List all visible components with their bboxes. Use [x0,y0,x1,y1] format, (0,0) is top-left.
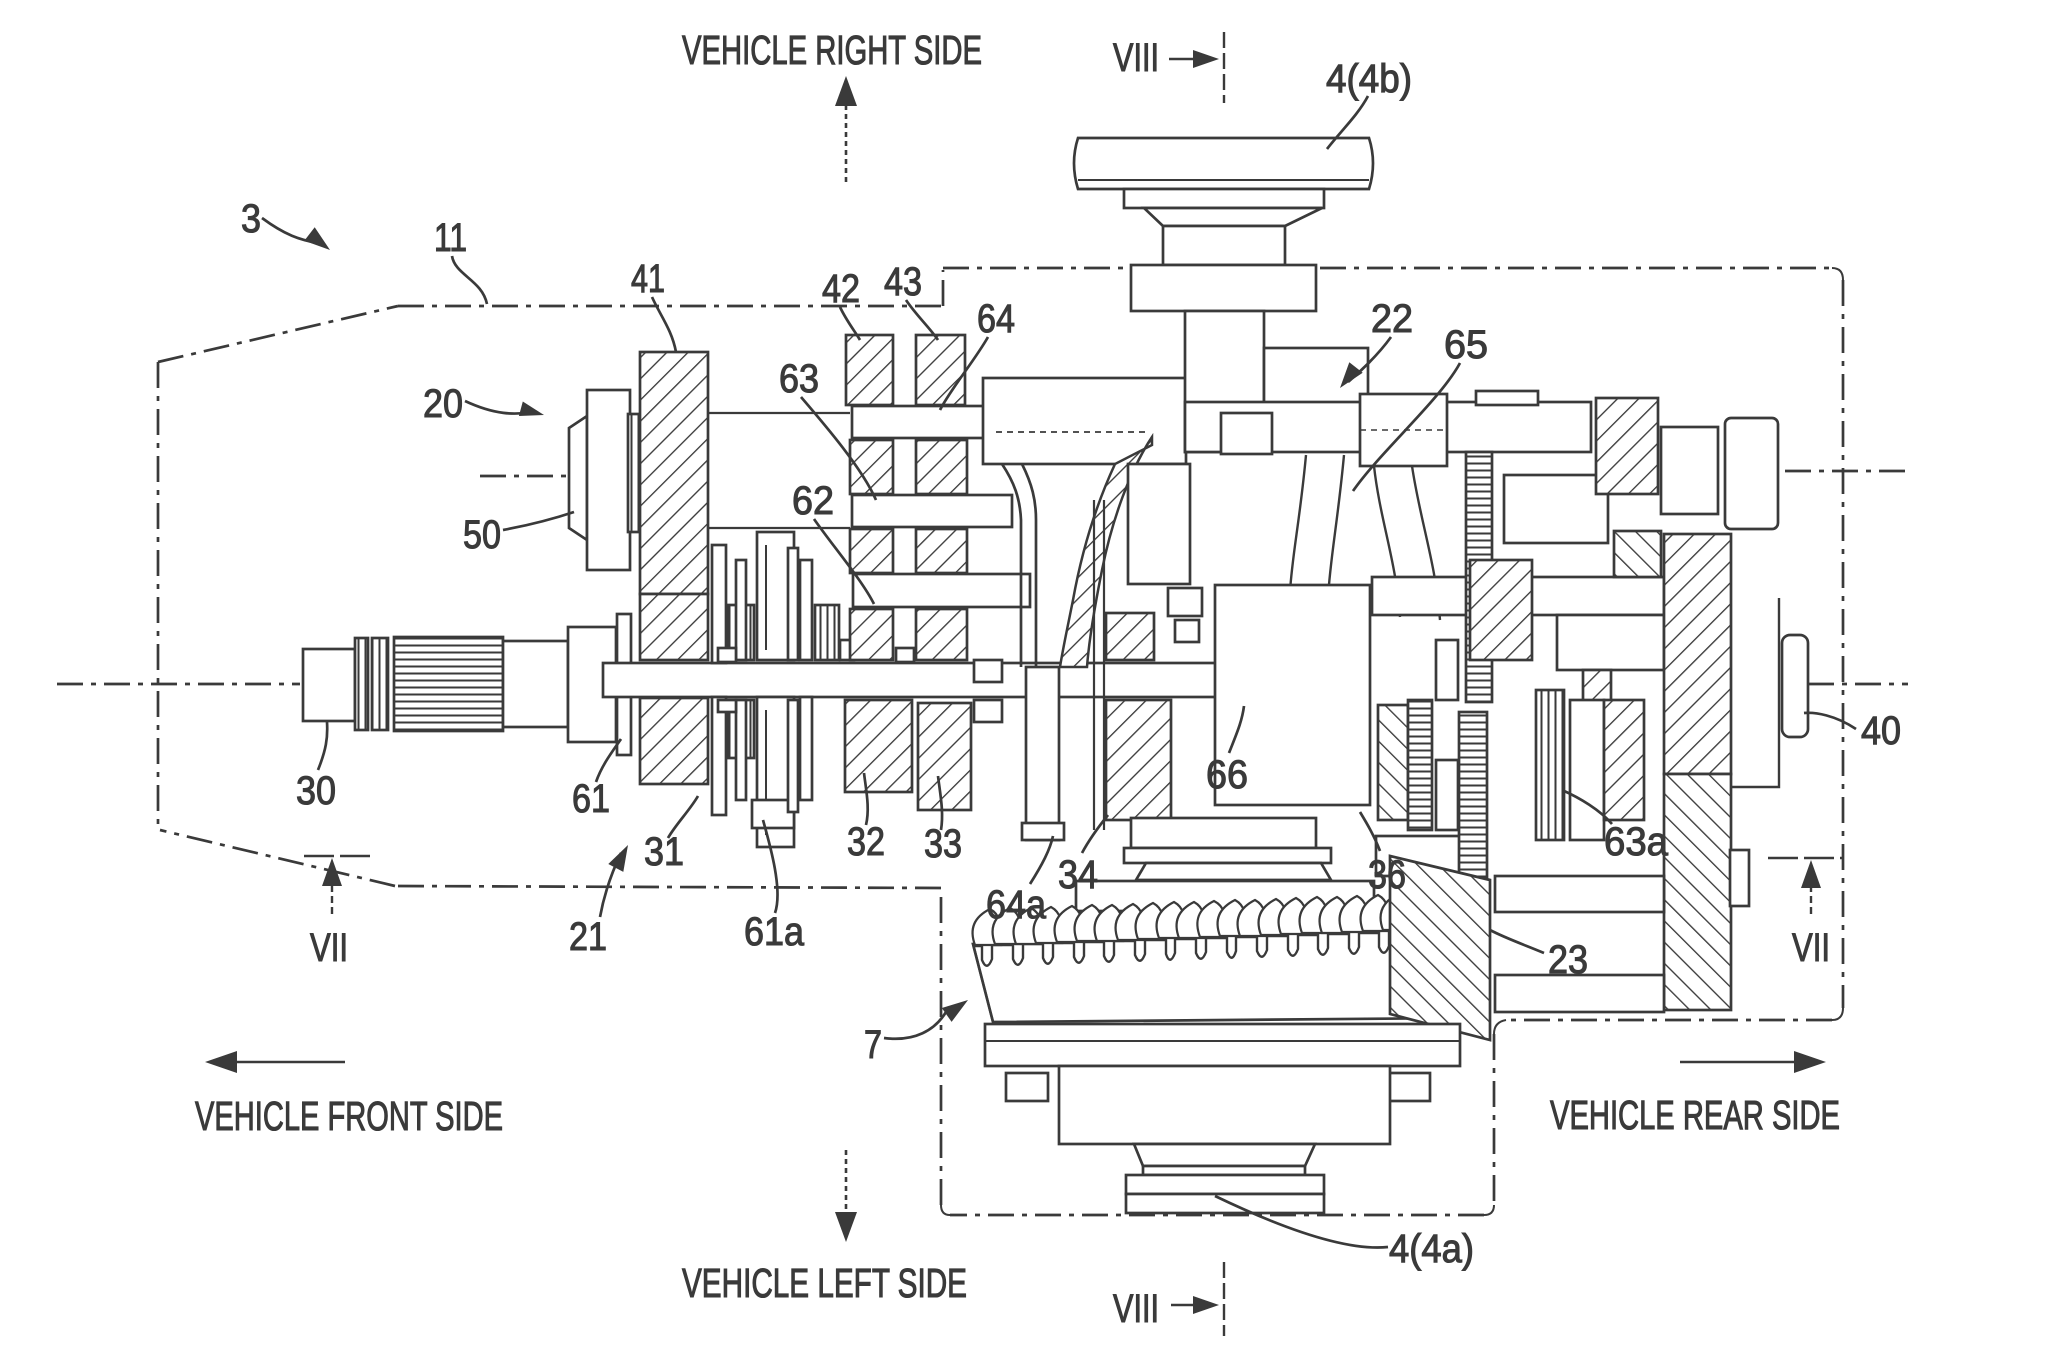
svg-text:7: 7 [864,1023,882,1067]
svg-text:4(4a): 4(4a) [1389,1227,1474,1271]
svg-text:42: 42 [822,267,860,311]
svg-text:62: 62 [792,479,834,523]
svg-text:41: 41 [631,257,665,301]
svg-text:VEHICLE LEFT SIDE: VEHICLE LEFT SIDE [682,1260,967,1306]
svg-text:32: 32 [847,820,885,864]
svg-text:4(4b): 4(4b) [1326,57,1412,101]
svg-text:23: 23 [1548,938,1588,982]
svg-text:VEHICLE FRONT SIDE: VEHICLE FRONT SIDE [195,1093,503,1139]
svg-text:VEHICLE REAR SIDE: VEHICLE REAR SIDE [1550,1092,1840,1138]
svg-text:VIII: VIII [1113,1287,1159,1331]
svg-text:63: 63 [779,357,819,401]
svg-text:3: 3 [241,197,261,241]
svg-text:64a: 64a [986,883,1047,927]
svg-text:33: 33 [924,822,962,866]
svg-text:43: 43 [884,260,922,304]
svg-text:66: 66 [1206,753,1248,797]
svg-text:VII: VII [310,926,348,970]
svg-text:64: 64 [977,297,1015,341]
svg-text:61: 61 [572,777,610,821]
svg-text:61a: 61a [744,910,805,954]
svg-text:22: 22 [1371,297,1413,341]
svg-text:30: 30 [296,769,336,813]
svg-text:VII: VII [1792,926,1830,970]
svg-text:31: 31 [644,830,684,874]
svg-text:20: 20 [423,382,463,426]
svg-text:21: 21 [569,915,607,959]
svg-text:VEHICLE RIGHT SIDE: VEHICLE RIGHT SIDE [682,27,982,73]
svg-text:50: 50 [463,513,501,557]
svg-text:40: 40 [1861,709,1901,753]
svg-text:65: 65 [1444,323,1488,367]
svg-text:VIII: VIII [1113,36,1159,80]
svg-text:63a: 63a [1604,820,1669,864]
svg-text:11: 11 [434,216,467,260]
svg-text:34: 34 [1058,853,1098,897]
svg-text:36: 36 [1368,853,1406,897]
